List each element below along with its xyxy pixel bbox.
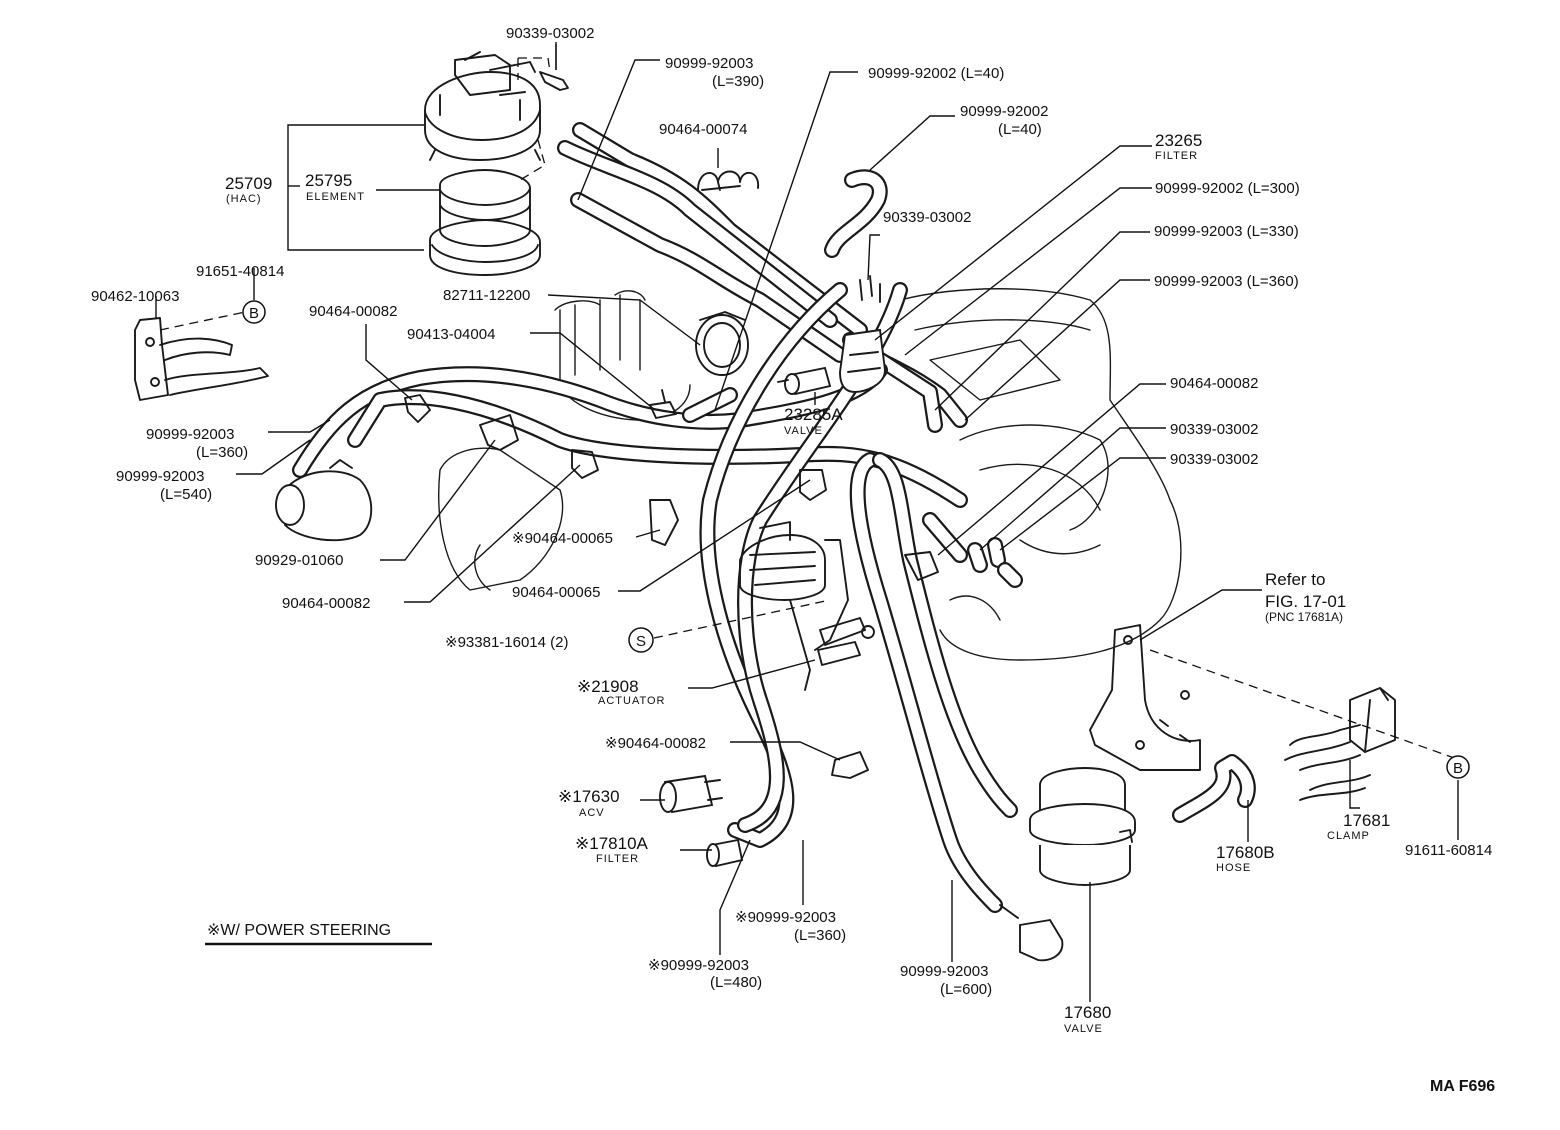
label-90999-92003-h-len: (L=600) [940,981,992,998]
label-90464-00082-c: 90464-00082 [282,595,370,612]
label-refer-3: (PNC 17681A) [1265,610,1343,624]
valve-23285a [777,366,832,396]
label-17810a-sub: FILTER [596,853,639,865]
leader-lines [155,42,1459,1002]
label-90464-00074: 90464-00074 [659,121,747,138]
marker-b-left: B [242,300,266,324]
marker-b-left-text: B [249,305,259,322]
label-90999-92003-g-len: (L=480) [710,974,762,991]
label-90339-top: 90339-03002 [506,25,594,42]
label-note: ※W/ POWER STEERING [207,922,391,939]
label-25795: 25795 [305,171,352,190]
label-90999-92003-e: 90999-92003 [116,468,204,485]
fitting-top [539,44,569,91]
label-refer-1: Refer to [1265,570,1325,589]
clip-set [404,394,939,779]
label-90999-92003-a: 90999-92003 [665,55,753,72]
label-17680b-sub: HOSE [1216,862,1251,874]
label-90339-mid: 90339-03002 [883,209,971,226]
label-refer-2: FIG. 17-01 [1265,592,1346,611]
label-17680: 17680 [1064,1003,1111,1022]
acv-17630 [659,774,723,814]
label-23285a: 23285A [784,405,843,424]
actuator-21908 [739,521,875,691]
label-90464-00065-a: ※90464-00065 [512,530,613,547]
label-91611: 91611-60814 [1405,842,1492,859]
label-90999-92003-h: 90999-92003 [900,963,988,980]
label-90339-r1: 90339-03002 [1170,421,1258,438]
label-90999-92003-g: ※90999-92003 [648,957,749,974]
label-17681-sub: CLAMP [1327,830,1370,842]
label-90413: 90413-04004 [407,326,495,343]
label-90999-92003-c: 90999-92003 (L=360) [1154,273,1299,290]
label-90999-92003-f: ※90999-92003 [735,909,836,926]
label-90464-00082-b: 90464-00082 [1170,375,1258,392]
bracket-90462 [134,311,269,401]
label-90339-r2: 90339-03002 [1170,451,1258,468]
label-21908-sub: ACTUATOR [598,695,666,707]
label-90999-92003-f-len: (L=360) [794,927,846,944]
marker-s-text: S [636,633,646,650]
label-90999-92002-b: 90999-92002 [960,103,1048,120]
label-17680-sub: VALVE [1064,1023,1103,1035]
part-90413 [649,389,677,419]
hose-lines [292,122,1256,913]
part-labels: 90339-03002 90999-92003 (L=390) 90999-92… [91,25,1495,1095]
marker-s: S [628,627,654,653]
label-91651: 91651-40814 [196,263,284,280]
bracket-fig17 [1089,624,1461,771]
label-93381: ※93381-16014 (2) [445,634,569,651]
label-90464-00082-d: ※90464-00082 [605,735,706,752]
label-90999-92002-b-len: (L=40) [998,121,1042,138]
label-90999-92003-d: 90999-92003 [146,426,234,443]
filter-17810a [706,838,744,868]
label-23265-sub: FILTER [1155,150,1198,162]
label-17810a: ※17810A [575,834,649,853]
label-90462: 90462-10063 [91,288,179,305]
label-23265: 23265 [1155,131,1202,150]
label-17630-sub: ACV [579,807,605,819]
clamp-82711 [695,311,749,376]
label-23285a-sub: VALVE [784,425,823,437]
hac-bracket-line [287,124,424,251]
clamp-17681 [1284,687,1396,801]
label-82711: 82711-12200 [443,287,530,304]
filter-23265 [839,275,886,393]
label-90464-00065-b: 90464-00065 [512,584,600,601]
label-90999-92003-b: 90999-92003 (L=330) [1154,223,1299,240]
label-fig-code: MA F696 [1430,1078,1495,1095]
label-90929: 90929-01060 [255,552,343,569]
label-90464-00082-a: 90464-00082 [309,303,397,320]
label-90999-92002-a: 90999-92002 (L=40) [868,65,1004,82]
label-25795-sub: ELEMENT [306,191,365,203]
label-90999-92002-c: 90999-92002 (L=300) [1155,180,1300,197]
canister-90929 [275,459,373,542]
label-17630: ※17630 [558,787,620,806]
label-90999-92003-d-len: (L=360) [196,444,248,461]
label-17681: 17681 [1343,811,1390,830]
label-90999-92003-a-len: (L=390) [712,73,764,90]
label-21908: ※21908 [577,677,639,696]
label-25709-sub: (HAC) [226,193,262,205]
marker-b-right: B [1446,755,1470,779]
hac-assembly [287,51,551,276]
clip-90464-00074 [697,170,759,191]
engine-outline [438,288,1182,661]
label-17680b: 17680B [1216,843,1275,862]
valve-17680 [999,767,1136,962]
label-90999-92003-e-len: (L=540) [160,486,212,503]
marker-b-right-text: B [1453,760,1463,777]
label-25709: 25709 [225,174,272,193]
